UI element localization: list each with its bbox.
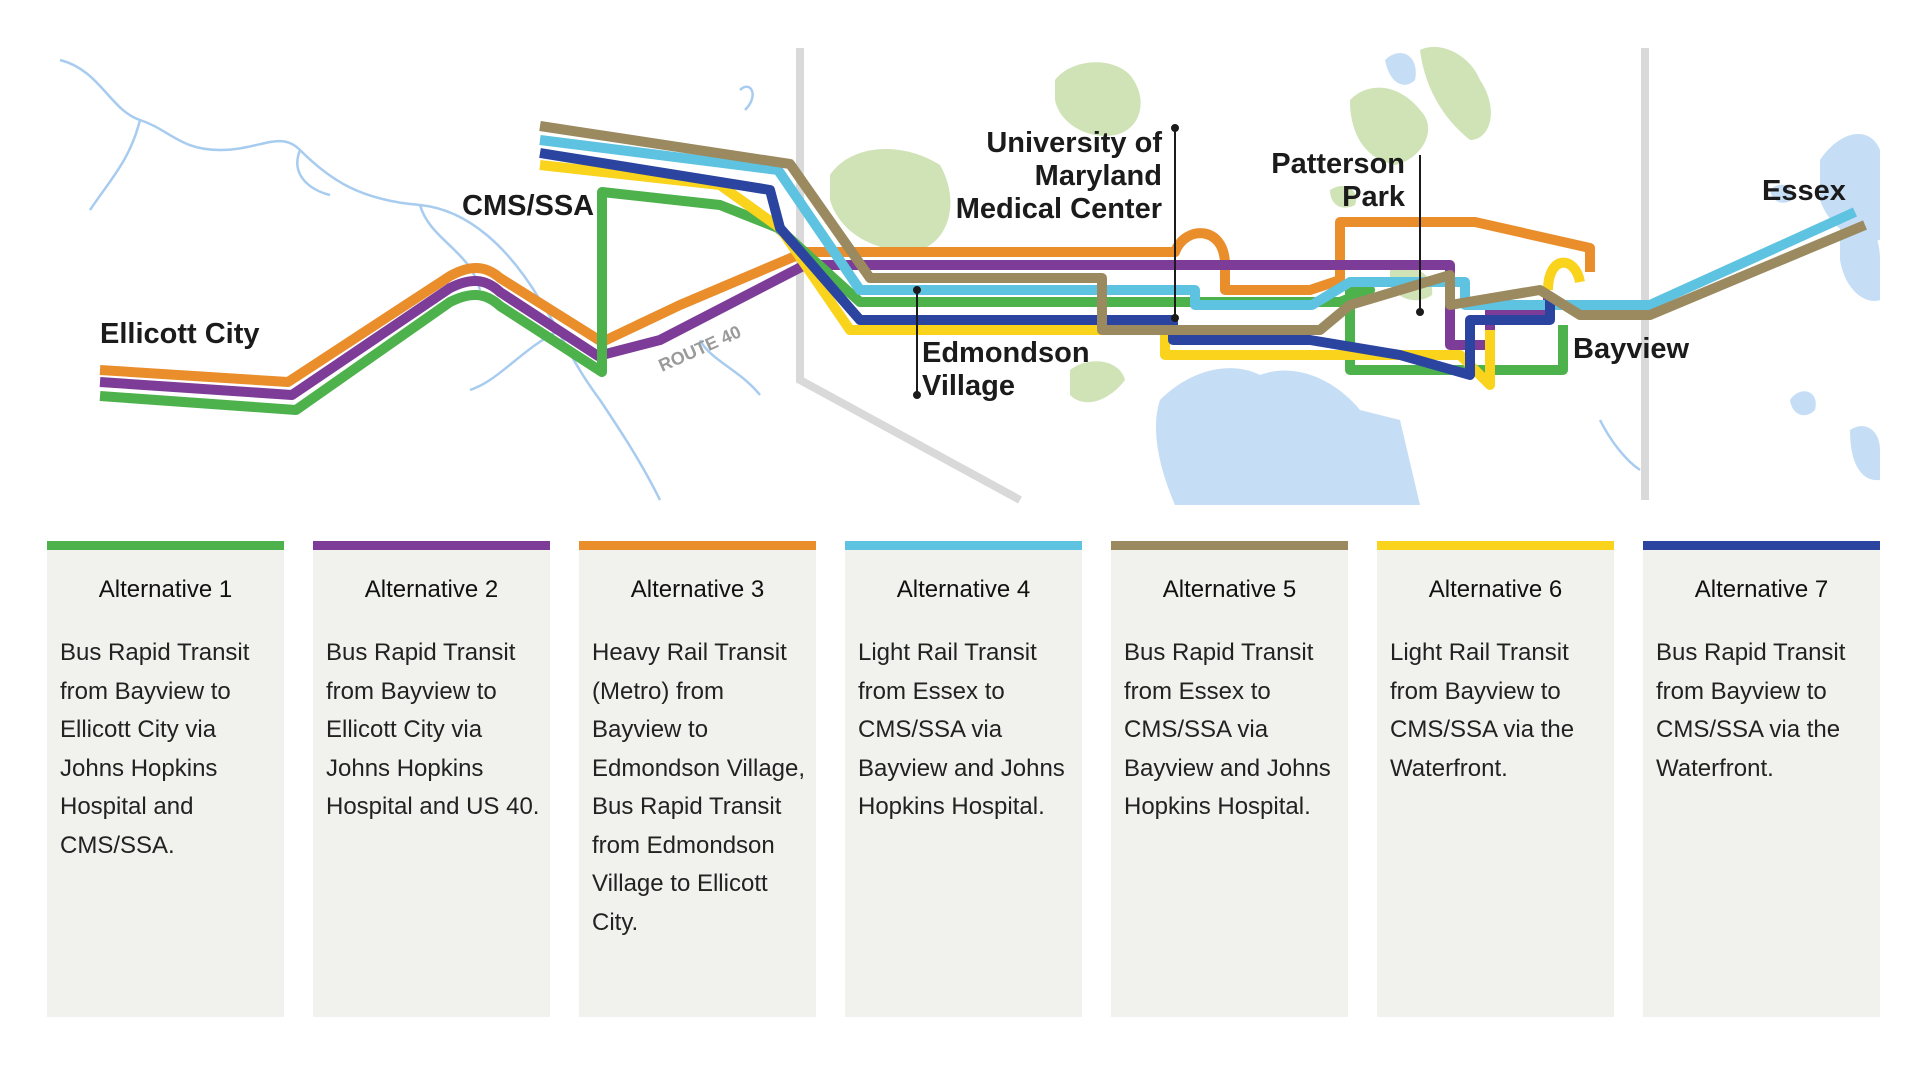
alternative-description: Bus Rapid Transit from Bayview to Ellico…	[60, 639, 250, 859]
label-cms-ssa: CMS/SSA	[462, 190, 594, 222]
alternative-card-1: Alternative 1 Bus Rapid Transit from Bay…	[47, 541, 284, 1017]
city-boundary	[796, 48, 1649, 504]
alternative-description: Bus Rapid Transit from Bayview to CMS/SS…	[1656, 639, 1846, 782]
alternative-title: Alternative 6	[1428, 576, 1563, 603]
alternative-description: Bus Rapid Transit from Bayview to Ellico…	[326, 639, 540, 820]
alternative-color-bar	[313, 541, 550, 550]
label-patterson-line1: Patterson	[1271, 148, 1405, 180]
label-bayview: Bayview	[1573, 333, 1690, 365]
route-line-alt-1	[99, 187, 1568, 415]
route-line-alt-5	[539, 121, 1867, 335]
label-umd-line1: University of	[986, 127, 1162, 159]
alternative-card-4: Alternative 4 Light Rail Transit from Es…	[845, 541, 1082, 1017]
alternative-description: Bus Rapid Transit from Essex to CMS/SSA …	[1124, 639, 1331, 820]
route-lines	[99, 121, 1867, 415]
label-edmondson-line1: Edmondson	[922, 337, 1090, 369]
alternative-card-7: Alternative 7 Bus Rapid Transit from Bay…	[1643, 541, 1880, 1017]
label-umd-line2: Maryland	[1035, 160, 1162, 192]
alternative-card-2: Alternative 2 Bus Rapid Transit from Bay…	[313, 541, 550, 1017]
water-areas	[1155, 52, 1880, 505]
alternative-title: Alternative 7	[1694, 576, 1829, 603]
label-essex: Essex	[1762, 175, 1846, 207]
rivers	[59, 58, 1641, 501]
label-umd-line3: Medical Center	[956, 193, 1162, 225]
alternative-description: Light Rail Transit from Essex to CMS/SSA…	[858, 639, 1065, 820]
alternative-card-6: Alternative 6 Light Rail Transit from Ba…	[1377, 541, 1614, 1017]
alternative-color-bar	[1643, 541, 1880, 550]
alternative-title: Alternative 5	[1162, 576, 1297, 603]
label-ellicott-city: Ellicott City	[100, 318, 260, 350]
label-leaders	[913, 124, 1424, 399]
alternative-title: Alternative 4	[896, 576, 1031, 603]
alternative-color-bar	[579, 541, 816, 550]
route-map: Ellicott City CMS/SSA ROUTE 40 Universit…	[59, 46, 1880, 505]
alternative-description: Heavy Rail Transit (Metro) from Bayview …	[592, 639, 806, 936]
alternative-title: Alternative 3	[630, 576, 765, 603]
alternative-description: Light Rail Transit from Bayview to CMS/S…	[1390, 639, 1575, 782]
alternative-color-bar	[1111, 541, 1348, 550]
alternative-title: Alternative 1	[98, 576, 233, 603]
label-patterson-line2: Park	[1342, 181, 1406, 213]
alternative-card-5: Alternative 5 Bus Rapid Transit from Ess…	[1111, 541, 1348, 1017]
park-areas	[830, 46, 1491, 403]
alternative-color-bar	[1377, 541, 1614, 550]
route-line-alt-7	[539, 148, 1555, 380]
alternative-color-bar	[845, 541, 1082, 550]
alternative-title: Alternative 2	[364, 576, 499, 603]
alternative-color-bar	[47, 541, 284, 550]
alternative-card-3: Alternative 3 Heavy Rail Transit (Metro)…	[579, 541, 816, 1017]
route-line-alt-4	[539, 135, 1858, 310]
route-line-alt-3	[99, 217, 1595, 387]
label-edmondson-line2: Village	[922, 370, 1015, 402]
alternatives-legend: Alternative 1 Bus Rapid Transit from Bay…	[47, 541, 1880, 1017]
